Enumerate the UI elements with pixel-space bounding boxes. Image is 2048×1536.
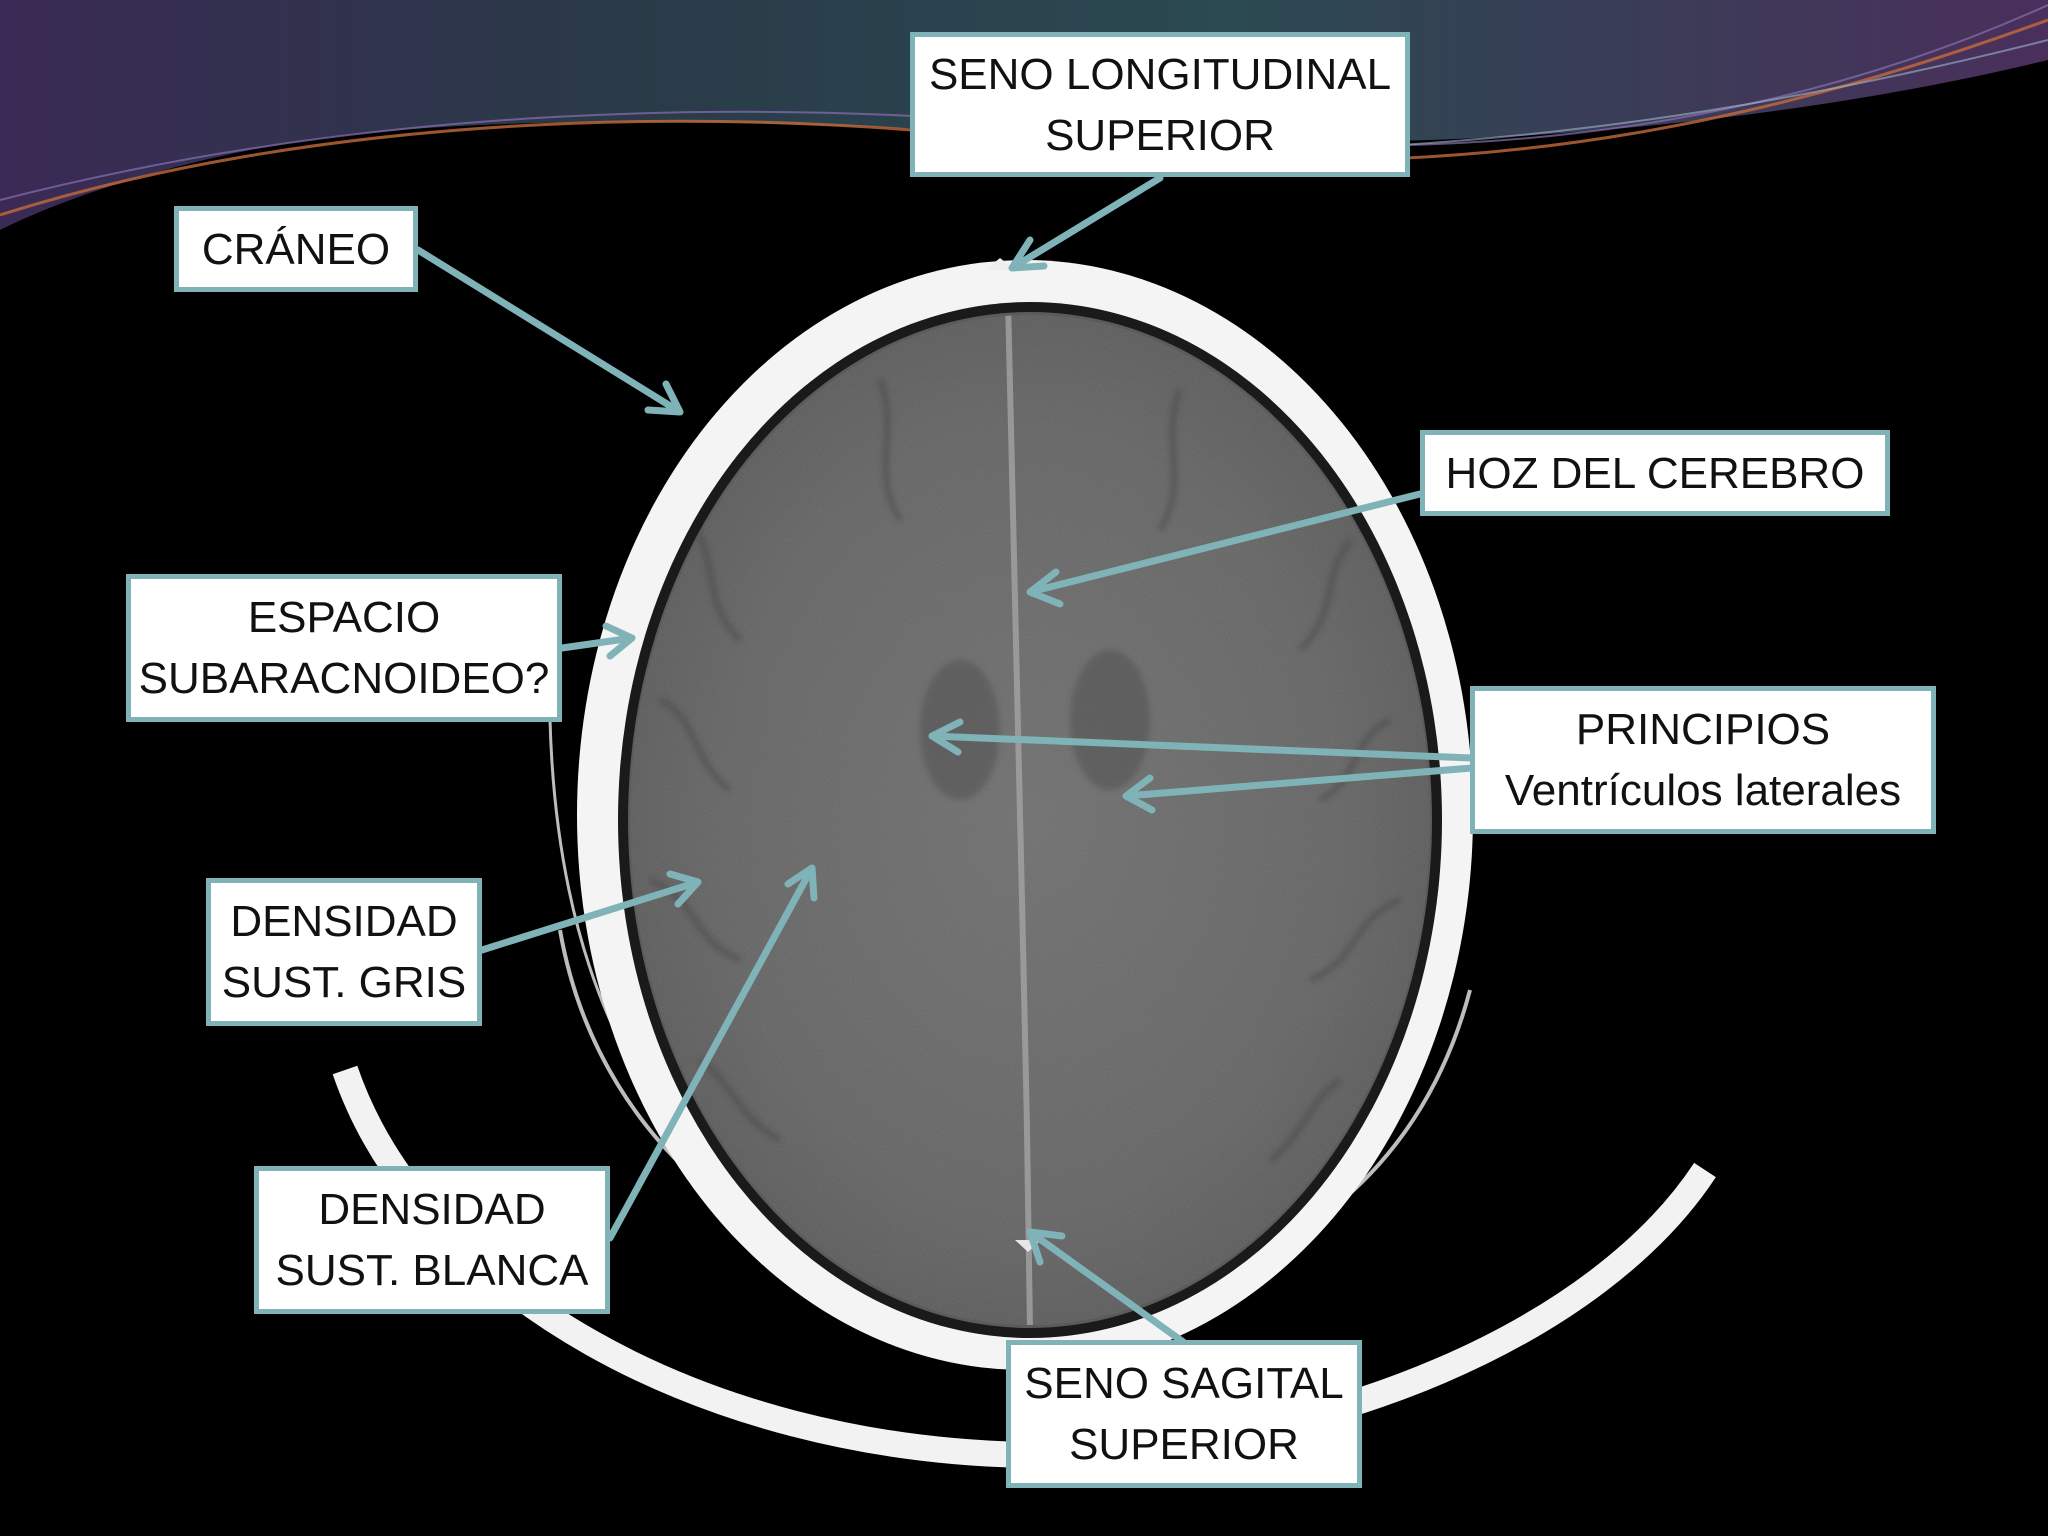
brain-parenchyma bbox=[630, 315, 1430, 1325]
arrow-principios-2 bbox=[1122, 764, 1476, 814]
label-line: SUBARACNOIDEO? bbox=[138, 654, 550, 703]
label-hoz-del-cerebro: HOZ DEL CEREBRO bbox=[1420, 430, 1890, 516]
arrow-espacio bbox=[558, 622, 636, 660]
label-line: DENSIDAD bbox=[318, 1185, 546, 1234]
label-line: SUPERIOR bbox=[1045, 110, 1275, 160]
label-line: Ventrículos laterales bbox=[1504, 766, 1902, 815]
label-line: HOZ DEL CEREBRO bbox=[1445, 448, 1865, 498]
label-line: SUST. GRIS bbox=[221, 958, 467, 1007]
annotation-arrows bbox=[414, 174, 1476, 1348]
label-line: SUST. BLANCA bbox=[275, 1246, 589, 1295]
label-espacio-subaracnoideo: ESPACIO SUBARACNOIDEO? bbox=[126, 574, 562, 722]
label-line: DENSIDAD bbox=[230, 897, 458, 946]
label-seno-longitudinal-superior: SENO LONGITUDINAL SUPERIOR bbox=[910, 32, 1410, 177]
label-densidad-sust-gris: DENSIDAD SUST. GRIS bbox=[206, 878, 482, 1026]
arrow-hoz bbox=[1026, 490, 1424, 608]
arrow-craneo bbox=[414, 246, 684, 416]
arrow-blanca bbox=[606, 864, 818, 1242]
label-craneo: CRÁNEO bbox=[174, 206, 418, 292]
label-principios-ventriculos: PRINCIPIOS Ventrículos laterales bbox=[1470, 686, 1936, 834]
arrow-gris bbox=[478, 870, 702, 954]
label-seno-sagital-superior: SENO SAGITAL SUPERIOR bbox=[1006, 1340, 1362, 1488]
arrow-sagital bbox=[1026, 1228, 1190, 1348]
label-line: CRÁNEO bbox=[201, 224, 391, 274]
label-line: SENO LONGITUDINAL bbox=[928, 49, 1392, 99]
label-densidad-sust-blanca: DENSIDAD SUST. BLANCA bbox=[254, 1166, 610, 1314]
arrow-seno-longitudinal bbox=[1008, 174, 1164, 272]
label-line: SUPERIOR bbox=[1069, 1420, 1299, 1469]
label-line: PRINCIPIOS bbox=[1575, 705, 1831, 754]
arrow-principios-1 bbox=[928, 718, 1476, 762]
label-line: ESPACIO bbox=[247, 593, 441, 642]
label-line: SENO SAGITAL bbox=[1024, 1359, 1344, 1408]
